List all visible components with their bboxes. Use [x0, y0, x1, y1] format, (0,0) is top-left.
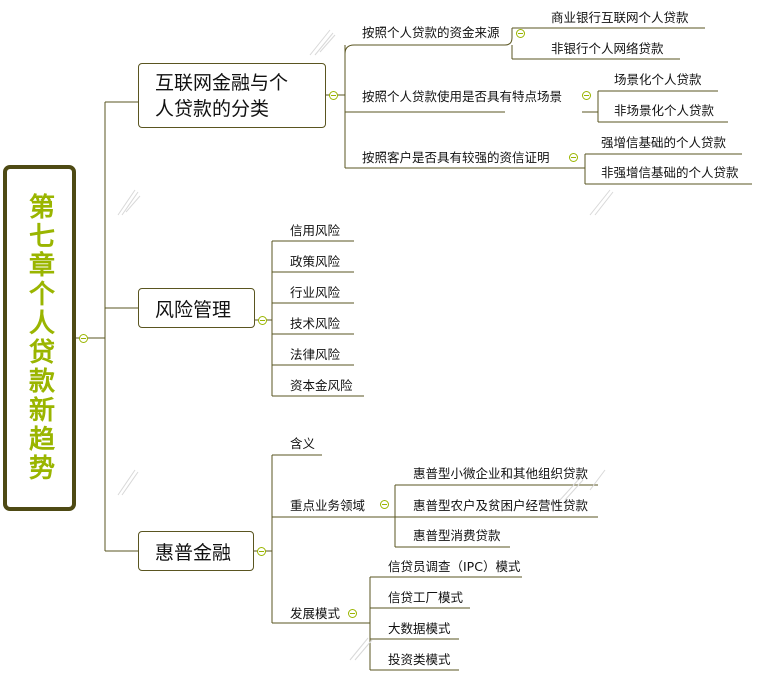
collapse-toggle-icon[interactable]: [257, 547, 266, 556]
node-leaf[interactable]: 政策风险: [290, 254, 341, 269]
branch-inclusive-finance[interactable]: 惠普金融: [138, 531, 254, 571]
node-usage-scenario[interactable]: 按照个人贷款使用是否具有特点场景: [362, 89, 563, 104]
root-node[interactable]: 第七章个人贷款新趋势: [3, 165, 76, 511]
collapse-toggle-icon[interactable]: [582, 91, 591, 100]
node-leaf[interactable]: 商业银行互联网个人贷款: [551, 10, 689, 25]
collapse-toggle-icon[interactable]: [258, 316, 267, 325]
node-leaf[interactable]: 非场景化个人贷款: [614, 103, 715, 118]
collapse-toggle-icon[interactable]: [380, 500, 389, 509]
node-leaf[interactable]: 强增信基础的个人贷款: [601, 135, 727, 150]
branch-label: 互联网金融与个人贷款的分类: [155, 71, 289, 120]
node-leaf[interactable]: 大数据模式: [388, 621, 451, 636]
node-leaf[interactable]: 投资类模式: [388, 652, 451, 667]
node-leaf[interactable]: 信贷员调查（IPC）模式: [388, 559, 521, 574]
node-funding-source[interactable]: 按照个人贷款的资金来源: [362, 25, 500, 40]
node-leaf[interactable]: 技术风险: [290, 316, 341, 331]
node-leaf[interactable]: 非银行个人网络贷款: [551, 41, 664, 56]
node-leaf[interactable]: 场景化个人贷款: [614, 72, 702, 87]
node-leaf[interactable]: 惠普型消费贷款: [413, 528, 501, 543]
node-leaf[interactable]: 非强增信基础的个人贷款: [601, 165, 739, 180]
node-leaf[interactable]: 惠普型小微企业和其他组织贷款: [413, 466, 589, 481]
collapse-toggle-icon[interactable]: [79, 334, 88, 343]
branch-risk-management[interactable]: 风险管理: [138, 288, 255, 328]
node-key-business-areas[interactable]: 重点业务领域: [290, 498, 366, 513]
node-leaf[interactable]: 行业风险: [290, 285, 341, 300]
node-leaf[interactable]: 信贷工厂模式: [388, 590, 464, 605]
node-leaf[interactable]: 惠普型农户及贫困户经营性贷款: [413, 498, 589, 513]
node-meaning[interactable]: 含义: [290, 436, 316, 451]
branch-internet-finance[interactable]: 互联网金融与个人贷款的分类: [138, 63, 326, 128]
branch-label: 惠普金融: [155, 541, 232, 564]
collapse-toggle-icon[interactable]: [569, 153, 578, 162]
collapse-toggle-icon[interactable]: [516, 29, 525, 38]
node-leaf[interactable]: 法律风险: [290, 347, 341, 362]
node-leaf[interactable]: 资本金风险: [290, 378, 353, 393]
branch-label: 风险管理: [155, 298, 232, 321]
node-leaf[interactable]: 信用风险: [290, 223, 341, 238]
node-development-model[interactable]: 发展模式: [290, 606, 341, 621]
node-credit-proof[interactable]: 按照客户是否具有较强的资信证明: [362, 150, 550, 165]
root-title: 第七章个人贷款新趋势: [24, 193, 55, 483]
collapse-toggle-icon[interactable]: [348, 609, 357, 618]
collapse-toggle-icon[interactable]: [329, 91, 338, 100]
